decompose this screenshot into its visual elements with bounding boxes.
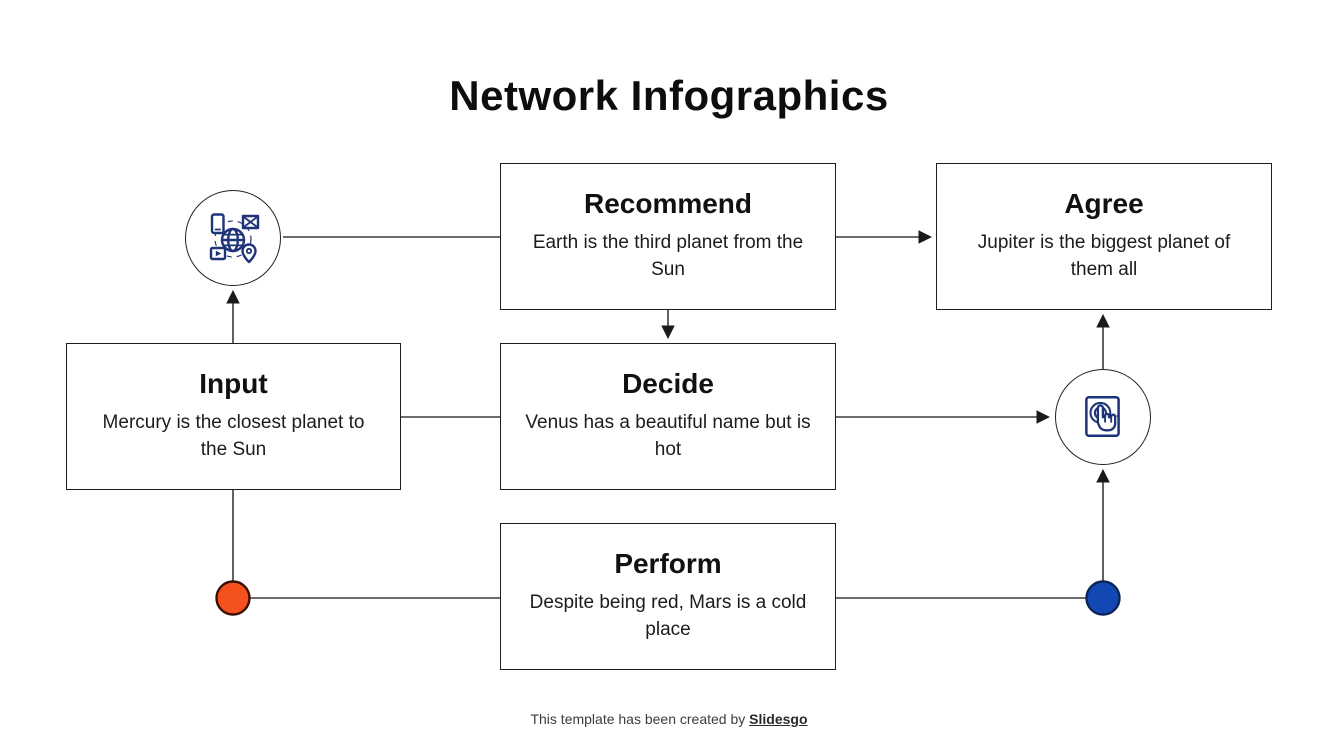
node-input-title: Input bbox=[199, 368, 268, 400]
node-agree-body: Jupiter is the biggest planet of them al… bbox=[977, 231, 1231, 280]
smartphone-icon bbox=[210, 213, 225, 235]
orange-dot-node bbox=[215, 580, 251, 616]
node-perform: Perform Despite being red, Mars is a col… bbox=[500, 523, 836, 670]
orange-dot bbox=[215, 580, 251, 616]
orbit-ring bbox=[214, 220, 252, 258]
network-icon-circle bbox=[185, 190, 281, 286]
pointing-hand bbox=[1096, 404, 1117, 432]
blue-dot-node bbox=[1085, 580, 1121, 616]
node-perform-title: Perform bbox=[614, 548, 722, 580]
node-recommend-title: Recommend bbox=[583, 188, 753, 220]
node-agree-title: Agree bbox=[1064, 188, 1144, 220]
node-decide-title: Decide bbox=[622, 368, 714, 400]
touch-icon-circle bbox=[1055, 369, 1151, 465]
video-icon bbox=[209, 246, 227, 261]
page-title: Network Infographics bbox=[449, 72, 889, 119]
email-icon bbox=[241, 214, 260, 230]
touch-tap-icon bbox=[1085, 395, 1120, 437]
node-decide: Decide Venus has a beautiful name but is… bbox=[500, 343, 836, 490]
node-recommend-body: Earth is the third planet from the Sun bbox=[532, 231, 804, 280]
node-input: Input Mercury is the closest planet to t… bbox=[66, 343, 401, 490]
node-agree: Agree Jupiter is the biggest planet of t… bbox=[936, 163, 1272, 310]
location-pin-icon bbox=[241, 243, 257, 264]
node-recommend: Recommend Earth is the third planet from… bbox=[500, 163, 836, 310]
footer-text: This template has been created by bbox=[530, 711, 746, 727]
node-decide-body: Venus has a beautiful name but is hot bbox=[525, 411, 811, 460]
globe-icon bbox=[220, 227, 246, 253]
footer-credit: This template has been created by Slides… bbox=[0, 711, 1338, 727]
slidesgo-link[interactable]: Slidesgo bbox=[749, 711, 808, 727]
node-perform-body: Despite being red, Mars is a cold place bbox=[529, 591, 807, 640]
network-devices-icon bbox=[209, 213, 260, 264]
blue-dot bbox=[1085, 580, 1121, 616]
node-input-body: Mercury is the closest planet to the Sun bbox=[102, 411, 365, 460]
